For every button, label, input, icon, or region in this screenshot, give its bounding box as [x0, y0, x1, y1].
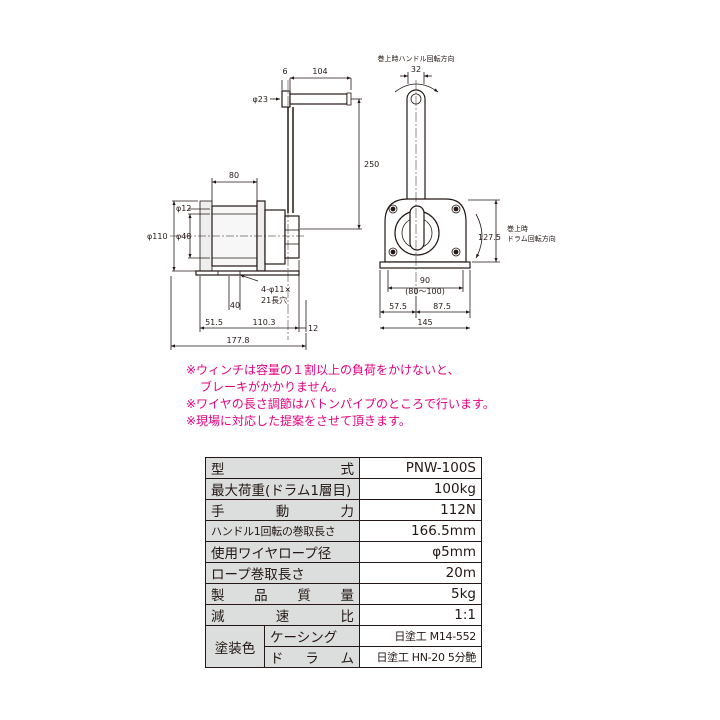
- note-1: ※ウィンチは容量の１割以上の負荷をかけないと、: [186, 363, 460, 377]
- rope-dia-label: 使用ワイヤロープ径: [205, 541, 360, 563]
- rope-length-value: 20m: [359, 562, 482, 584]
- dim-145: 145: [417, 318, 432, 327]
- winch-drawing: 6 104 φ23 250 80 φ12 φ110 φ48 4-φ11× 21長…: [147, 54, 556, 350]
- casing-label: ケーシング: [264, 625, 360, 647]
- spec-row-model: 型式 PNW-100S: [205, 457, 482, 479]
- spec-row-manual-force: 手動力 112N: [205, 499, 482, 521]
- dim-6: 6: [282, 67, 287, 76]
- dim-phi12: φ12: [176, 204, 191, 213]
- max-load-value: 100kg: [359, 478, 482, 500]
- dim-104: 104: [312, 67, 327, 76]
- handle-rotation-label: 巻上時ハンドル回転方向: [378, 54, 455, 63]
- wind-length-value: 166.5mm: [359, 520, 482, 542]
- notes: ※ウィンチは容量の１割以上の負荷をかけないと、 ブレーキがかかりません。 ※ワイ…: [186, 362, 546, 430]
- spec-table: 型式 PNW-100S 最大荷重(ドラム1層目) 100kg 手動力 112N …: [205, 457, 482, 668]
- dim-phi23: φ23: [253, 95, 268, 104]
- weight-label: 製品質量: [211, 588, 354, 604]
- manual-force-value: 112N: [359, 499, 482, 521]
- manual-force-label: 手動力: [211, 504, 354, 520]
- rope-length-label: ロープ巻取長さ: [205, 562, 360, 584]
- paint-label: 塗装色: [205, 625, 265, 668]
- dim-holes-line1: 4-φ11×: [261, 285, 291, 294]
- dim-177-8: 177.8: [227, 336, 250, 345]
- dim-57-5: 57.5: [389, 302, 407, 311]
- max-load-label: 最大荷重(ドラム1層目): [205, 478, 360, 500]
- drum-value: 日塗工 HN-20 5分艶: [359, 646, 482, 668]
- spec-row-weight: 製品質量 5kg: [205, 583, 482, 605]
- drum-label: ドラム: [270, 651, 354, 667]
- note-1-cont: ブレーキがかかりません。: [200, 380, 344, 394]
- spec-row-drum: ドラム 日塗工 HN-20 5分艶: [206, 646, 482, 668]
- dim-80-100: (80〜100): [405, 287, 445, 296]
- weight-value: 5kg: [359, 583, 482, 605]
- spec-row-ratio: 減速比 1:1: [205, 604, 482, 626]
- drum-rotation-label-2: ドラム回転方向: [507, 234, 556, 243]
- front-view: [379, 72, 500, 330]
- model-label: 型式: [211, 462, 354, 478]
- rope-dia-value: φ5mm: [359, 541, 482, 563]
- spec-row-max-load: 最大荷重(ドラム1層目) 100kg: [205, 478, 482, 500]
- dim-phi110: φ110: [147, 232, 168, 241]
- dim-110-3: 110.3: [253, 318, 276, 327]
- ratio-value: 1:1: [359, 604, 482, 626]
- dim-40: 40: [230, 301, 240, 310]
- dim-80: 80: [229, 171, 239, 180]
- note-3: ※現場に対応した提案をさせて頂きます。: [186, 414, 411, 428]
- spec-row-rope-length: ロープ巻取長さ 20m: [205, 562, 482, 584]
- dim-250: 250: [364, 160, 379, 169]
- spec-row-wind-length: ハンドル1回転の巻取長さ 166.5mm: [205, 520, 482, 542]
- casing-value: 日塗工 M14-552: [359, 625, 482, 647]
- dim-87-5: 87.5: [433, 302, 451, 311]
- dim-90: 90: [420, 276, 430, 285]
- dim-127-5: 127.5: [478, 233, 501, 242]
- ratio-label: 減速比: [211, 609, 354, 625]
- note-2: ※ワイヤの長さ調節はバトンパイプのところで行います。: [186, 397, 495, 411]
- wind-length-label: ハンドル1回転の巻取長さ: [205, 520, 360, 542]
- side-view: [170, 76, 362, 350]
- dim-51-5: 51.5: [205, 318, 223, 327]
- dim-holes-line2: 21長穴: [261, 295, 287, 305]
- model-value: PNW-100S: [359, 457, 482, 479]
- spec-row-casing: 塗装色 ケーシング 日塗工 M14-552: [205, 625, 482, 668]
- dim-32: 32: [411, 65, 421, 74]
- dim-12: 12: [308, 324, 318, 333]
- spec-row-rope-dia: 使用ワイヤロープ径 φ5mm: [205, 541, 482, 563]
- drum-rotation-label-1: 巻上時: [507, 224, 528, 233]
- dim-phi48: φ48: [176, 232, 191, 241]
